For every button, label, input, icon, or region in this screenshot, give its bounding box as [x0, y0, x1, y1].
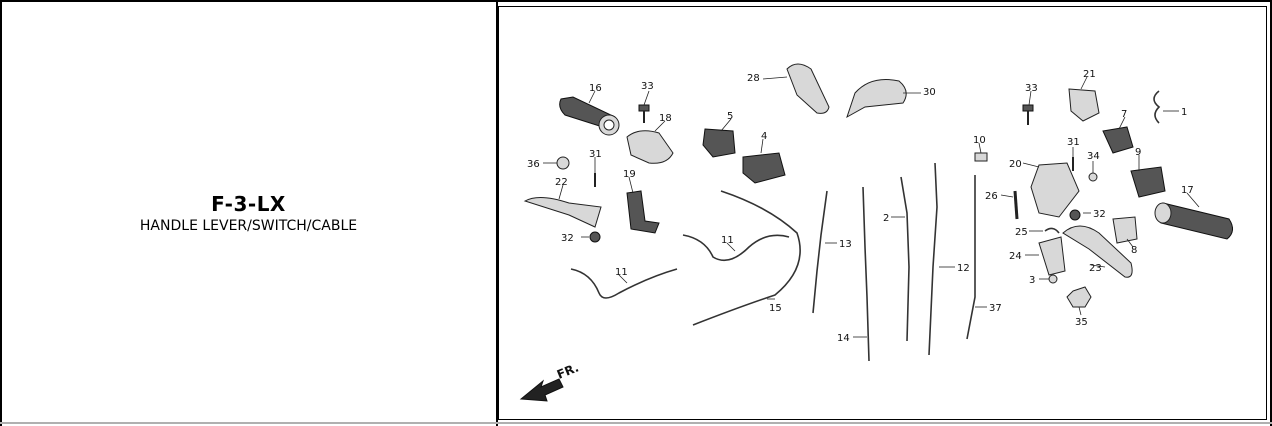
callout-leaders	[543, 76, 1200, 338]
lever-left-part	[523, 197, 602, 228]
switch-part-5	[702, 128, 736, 158]
section-title: HANDLE LEVER/SWITCH/CABLE	[139, 218, 358, 234]
callout-9: 9	[1135, 147, 1141, 158]
callout-17: 17	[1181, 185, 1194, 196]
callout-28: 28	[747, 73, 760, 84]
mirror-left-part	[846, 79, 907, 119]
callout-35: 35	[1075, 317, 1088, 328]
callout-34: 34	[1087, 151, 1100, 162]
callout-22: 22	[555, 177, 568, 188]
callout-15: 15	[769, 303, 782, 314]
callout-37: 37	[989, 303, 1002, 314]
front-direction-arrow	[519, 378, 564, 402]
cable-part-37	[966, 175, 976, 340]
cable-part-12	[928, 162, 938, 356]
mirror-right-part	[786, 63, 830, 114]
callout-25: 25	[1015, 227, 1028, 238]
bottom-rule	[0, 422, 1272, 424]
callout-2: 2	[883, 213, 889, 224]
bracket-part-24	[1038, 236, 1066, 276]
callout-33b: 33	[1025, 83, 1038, 94]
callout-12: 12	[957, 263, 970, 274]
callout-19: 19	[623, 169, 636, 180]
callout-30: 30	[923, 87, 936, 98]
callout-18: 18	[659, 113, 672, 124]
callout-26: 26	[985, 191, 998, 202]
switch-part-8	[1112, 216, 1138, 244]
switch-part-4	[742, 152, 786, 184]
cable-part-13	[812, 190, 828, 314]
grip-left-part	[559, 96, 620, 136]
callout-31b: 31	[1067, 137, 1080, 148]
cover-part	[1068, 88, 1100, 122]
callout-24: 24	[1009, 251, 1022, 262]
callout-21: 21	[1083, 69, 1096, 80]
switch-housing-part	[626, 130, 674, 164]
callout-32b: 32	[1093, 209, 1106, 220]
harness-part-11a	[570, 268, 678, 299]
callout-32a: 32	[561, 233, 574, 244]
nut-part-32b	[1069, 209, 1081, 221]
cable-part-2	[900, 176, 910, 342]
nut-part-35	[1066, 286, 1092, 308]
exploded-parts-diagram: FR.	[498, 6, 1267, 420]
bolt-part-a	[638, 104, 650, 123]
callout-10: 10	[973, 135, 986, 146]
bolt-part-26	[1013, 190, 1019, 220]
section-header-cell: F-3-LX HANDLE LEVER/SWITCH/CABLE	[0, 0, 497, 426]
callout-4: 4	[761, 131, 767, 142]
callout-16: 16	[589, 83, 602, 94]
callout-5: 5	[727, 111, 733, 122]
diagram-canvas: FR.	[519, 63, 1233, 402]
callout-1: 1	[1181, 107, 1187, 118]
callout-14: 14	[837, 333, 850, 344]
callout-23: 23	[1089, 263, 1102, 274]
callout-11a: 11	[615, 267, 628, 278]
bracket-part-19	[626, 190, 660, 234]
switch-part-7	[1102, 126, 1134, 154]
master-cylinder-part	[1030, 162, 1080, 218]
lever-right-part	[1062, 225, 1133, 278]
column-divider	[496, 0, 498, 426]
harness-part-11b	[682, 234, 790, 262]
callout-13: 13	[839, 239, 852, 250]
clip-part	[1153, 90, 1161, 124]
callout-3: 3	[1029, 275, 1035, 286]
clip-part-25	[1044, 227, 1060, 234]
callout-11b: 11	[721, 235, 734, 246]
callout-36: 36	[527, 159, 540, 170]
nut-part-32a	[589, 231, 601, 243]
spring-part	[556, 156, 570, 170]
callout-33a: 33	[641, 81, 654, 92]
grip-right-part	[1154, 202, 1233, 240]
section-code: F-3-LX	[211, 192, 286, 216]
washer-part-3	[1048, 274, 1058, 284]
callout-7: 7	[1121, 109, 1127, 120]
end-fitting-part	[974, 152, 988, 162]
switch-part-9	[1130, 166, 1166, 198]
cable-part-14	[862, 186, 870, 362]
washer-part-34	[1088, 172, 1098, 182]
callout-8: 8	[1131, 245, 1137, 256]
cable-part-15	[692, 190, 801, 326]
front-direction-label: FR.	[555, 360, 581, 381]
bolt-part-b	[1022, 104, 1034, 125]
callout-20: 20	[1009, 159, 1022, 170]
callout-31a: 31	[589, 149, 602, 160]
